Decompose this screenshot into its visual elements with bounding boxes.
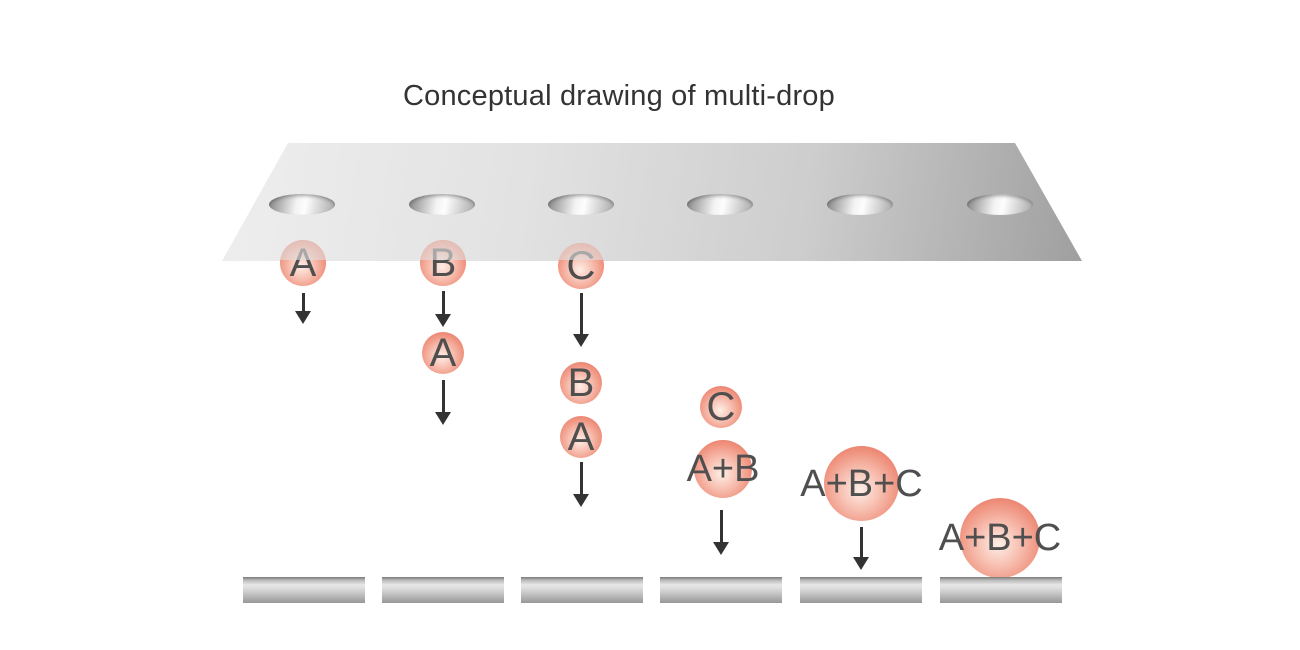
diagram-title: Conceptual drawing of multi-drop (403, 80, 835, 112)
arrow-head (295, 311, 311, 324)
down-arrow-icon (713, 510, 729, 555)
plate-hole-1 (269, 194, 335, 215)
plate-hole-2 (409, 194, 475, 215)
drop-ab-merged-col4: A+B (687, 440, 759, 498)
substrate-bar-5 (800, 577, 922, 603)
drop-b-falling-col3: B (560, 362, 602, 404)
down-arrow-icon (435, 380, 451, 425)
drop-a-falling-col3: A (560, 416, 602, 458)
dispenser-plate (222, 143, 1082, 261)
arrow-head (573, 494, 589, 507)
arrow-stem (441, 291, 445, 314)
arrow-head (435, 314, 451, 327)
drop-a-falling-col2: A (422, 332, 464, 374)
substrate-bar-3 (521, 577, 643, 603)
plate-overlap-shade (558, 243, 604, 260)
down-arrow-icon (853, 527, 869, 570)
plate-hole-4 (687, 194, 753, 215)
substrate-bar-1 (243, 577, 365, 603)
substrate-bar-6 (940, 577, 1062, 603)
drop-label: A+B (686, 448, 760, 490)
drop-c-nozzle-col3: C (558, 243, 604, 289)
drop-label: A (567, 415, 595, 459)
arrow-stem (441, 380, 445, 412)
substrate-bar-2 (382, 577, 504, 603)
drop-b-nozzle-col2: B (420, 240, 466, 286)
arrow-head (853, 557, 869, 570)
plate-hole-5 (827, 194, 893, 215)
drop-label: A+B+C (800, 462, 923, 505)
drop-c-falling-col4: C (700, 386, 742, 428)
arrow-head (435, 412, 451, 425)
down-arrow-icon (295, 293, 311, 324)
drop-a-nozzle-col1: A (280, 240, 326, 286)
drop-label: C (706, 385, 736, 429)
drop-abc-landed-col6: A+B+C (939, 498, 1061, 578)
plate-hole-6 (967, 194, 1033, 215)
down-arrow-icon (573, 462, 589, 507)
plate-overlap-shade (280, 240, 326, 260)
drop-label: B (567, 361, 595, 405)
down-arrow-icon (573, 293, 589, 347)
substrate-bar-4 (660, 577, 782, 603)
arrow-head (573, 334, 589, 347)
drop-label: A+B+C (938, 517, 1062, 559)
arrow-stem (579, 293, 583, 334)
down-arrow-icon (435, 291, 451, 327)
arrow-stem (579, 462, 583, 494)
arrow-stem (719, 510, 723, 542)
plate-hole-3 (548, 194, 614, 215)
arrow-stem (301, 293, 305, 311)
drop-label: A (429, 331, 457, 375)
arrow-stem (859, 527, 863, 557)
drop-abc-merged-col5: A+B+C (800, 446, 923, 521)
plate-overlap-shade (420, 240, 466, 260)
arrow-head (713, 542, 729, 555)
